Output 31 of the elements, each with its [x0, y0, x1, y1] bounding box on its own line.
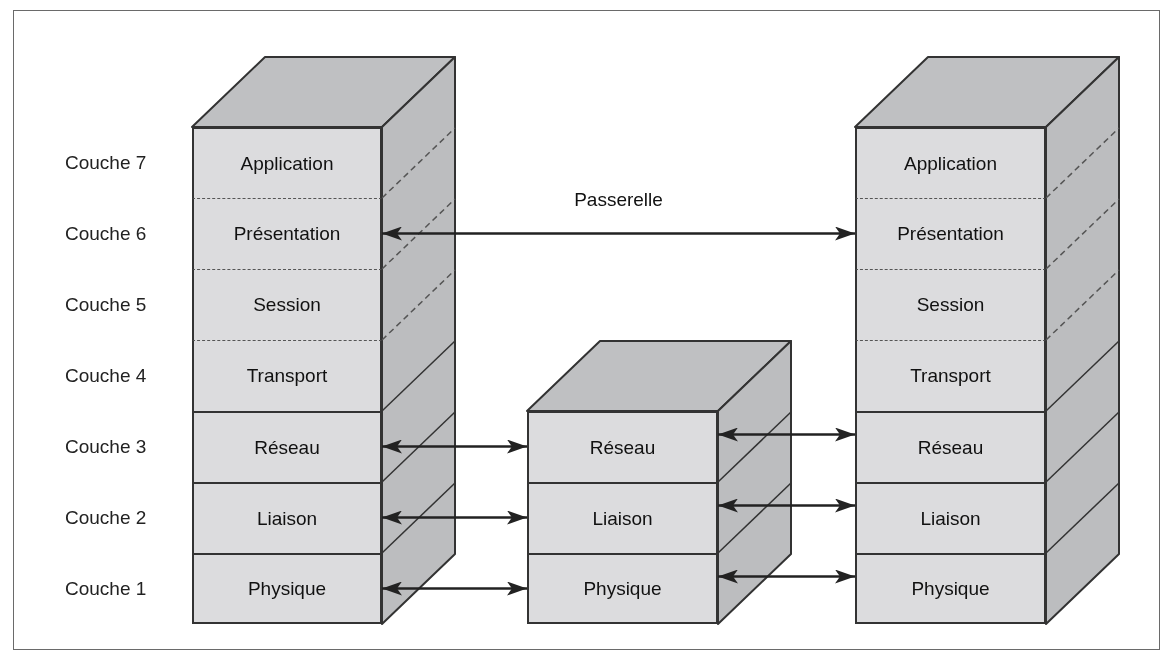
layer-box: Présentation	[855, 198, 1046, 269]
double-arrow	[718, 498, 855, 513]
double-arrow	[382, 439, 527, 454]
layer-box: Transport	[192, 340, 382, 411]
layer-box: Physique	[855, 553, 1046, 624]
layer-number-label: Couche 6	[65, 222, 147, 245]
layer-number-label: Couche 7	[65, 151, 147, 174]
layer-number-label: Couche 2	[65, 506, 147, 529]
double-arrow	[718, 427, 855, 442]
layer-box: Liaison	[855, 482, 1046, 553]
layer-box: Session	[855, 269, 1046, 340]
layer-box: Physique	[527, 553, 718, 624]
layer-box: Réseau	[527, 411, 718, 482]
layer-box: Physique	[192, 553, 382, 624]
double-arrow	[382, 581, 527, 596]
layer-box: Application	[192, 127, 382, 198]
layer-box: Réseau	[192, 411, 382, 482]
layer-box: Présentation	[192, 198, 382, 269]
double-arrow	[718, 569, 855, 584]
layer-number-label: Couche 5	[65, 293, 147, 316]
double-arrow	[382, 510, 527, 525]
layer-box: Liaison	[192, 482, 382, 553]
double-arrow	[382, 226, 855, 241]
layer-box: Liaison	[527, 482, 718, 553]
layer-box: Réseau	[855, 411, 1046, 482]
layer-number-label: Couche 1	[65, 577, 147, 600]
layer-box: Application	[855, 127, 1046, 198]
layer-box: Transport	[855, 340, 1046, 411]
layer-number-label: Couche 3	[65, 435, 147, 458]
layer-box: Session	[192, 269, 382, 340]
layer-number-label: Couche 4	[65, 364, 147, 387]
